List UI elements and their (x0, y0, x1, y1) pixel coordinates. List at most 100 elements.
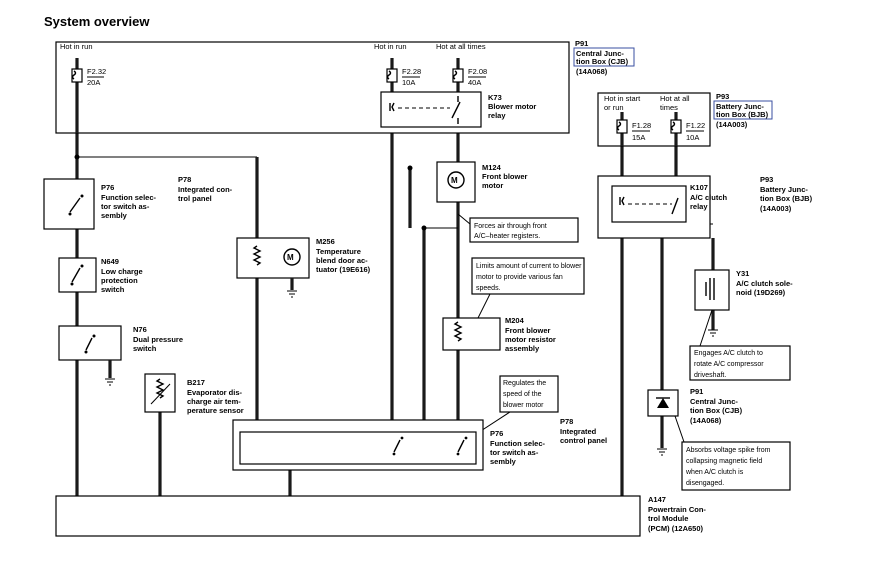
hot-at-all-label: times (660, 103, 678, 112)
component-label: Function selec- (490, 439, 546, 448)
component-label: P76 (101, 183, 114, 192)
hot-in-run-label: Hot in run (374, 42, 407, 51)
ground-icon (105, 378, 115, 386)
n649-low-charge-protection-switch: N649 Low charge protection switch (58, 257, 143, 294)
component-label: Central Junc- (690, 397, 738, 406)
k73-blower-motor-relay: K73 Blower motor relay (380, 91, 536, 128)
fuse-rating: 15A (632, 133, 645, 142)
note-text: driveshaft. (694, 372, 726, 379)
note-text: Limits amount of current to blower (476, 263, 582, 270)
component-label: perature sensor (187, 406, 244, 415)
fuse-rating: 40A (468, 78, 481, 87)
note-absorbs-spike: Absorbs voltage spike from collapsing ma… (674, 415, 791, 491)
note-regulates-speed: Regulates the speed of the blower motor (469, 375, 559, 439)
component-label: tor switch as- (490, 448, 539, 457)
component-label: (14A068) (690, 416, 722, 425)
component-label: A/C clutch sole- (736, 279, 793, 288)
n76-dual-pressure-switch: N76 Dual pressure switch (58, 325, 183, 386)
component-label: P76 (490, 429, 503, 438)
p78-integrated-control-panel-label: P78 Integrated con- trol panel (178, 175, 233, 203)
component-label: sembly (101, 211, 128, 220)
component-label: tion Box (CJB) (690, 406, 743, 415)
component-label: motor resistor (505, 335, 556, 344)
note-text: rotate A/C compressor (694, 361, 764, 368)
note-engages-clutch: Engages A/C clutch to rotate A/C compres… (689, 309, 791, 381)
fuse-id: F1.28 (632, 121, 651, 130)
component-label: assembly (505, 344, 540, 353)
y31-ac-clutch-solenoid: Y31 A/C clutch sole- noid (19D269) (694, 269, 793, 337)
component-label: P78 (560, 417, 573, 426)
p91-central-junction-box-label: P91 Central Junc- tion Box (CJB) (14A068… (573, 39, 635, 76)
p78-control-panel-bottom: P76 Function selec- tor switch as- sembl… (232, 417, 607, 471)
component-label: noid (19D269) (736, 288, 786, 297)
component-label: control panel (560, 436, 607, 445)
fuse-f2-08: F2.08 40A (452, 67, 487, 87)
component-label: trol panel (178, 194, 212, 203)
component-label: P93 (716, 92, 729, 101)
component-label: (PCM) (12A650) (648, 524, 704, 533)
component-label: N76 (133, 325, 147, 334)
component-label: B217 (187, 378, 205, 387)
fuse-f2-28: F2.28 10A (386, 67, 421, 87)
note-text: collapsing magnetic field (686, 458, 762, 465)
fuse-f2-32: F2.32 20A (71, 67, 106, 87)
note-text: motor to provide various fan (476, 274, 563, 281)
component-label: P91 (575, 39, 588, 48)
component-label: A/C clutch (690, 193, 728, 202)
component-label: trol Module (648, 514, 688, 523)
fuse-f1-22: F1.22 10A (670, 119, 705, 142)
fuse-id: F2.08 (468, 67, 487, 76)
component-label: M124 (482, 163, 502, 172)
component-label: blend door ac- (316, 256, 368, 265)
component-label: P78 (178, 175, 191, 184)
note-text: speeds. (476, 285, 501, 292)
component-label: K107 (690, 183, 708, 192)
component-label: Y31 (736, 269, 749, 278)
note-text: Forces air through front (474, 223, 547, 230)
fuse-rating: 10A (686, 133, 699, 142)
component-label: Temperature (316, 247, 361, 256)
note-text: Regulates the (503, 380, 546, 387)
b217-evaporator-discharge-air-sensor: B217 Evaporator dis- charge air tem- per… (144, 373, 244, 415)
fuse-id: F2.28 (402, 67, 421, 76)
component-label: Central Junc- (576, 49, 624, 58)
note-limits-current: Limits amount of current to blower motor… (471, 257, 585, 319)
ground-icon (708, 329, 718, 337)
ground-icon (657, 448, 667, 456)
component-label: (14A003) (716, 120, 748, 129)
m256-temperature-blend-door-actuator: M M256 Temperature blend door ac- tuator… (236, 237, 371, 298)
component-label: protection (101, 276, 138, 285)
note-text: when A/C clutch is (685, 469, 744, 476)
hot-at-all-label: Hot at all (660, 94, 690, 103)
diagram-title: System overview (44, 14, 150, 29)
central-junction-box-top: Hot in run Hot in run Hot at all times (55, 41, 570, 134)
a147-powertrain-control-module: A147 Powertrain Con- trol Module (PCM) (… (55, 495, 706, 537)
component-label: M204 (505, 316, 525, 325)
m124-front-blower-motor: M M124 Front blower motor (436, 161, 527, 203)
wires (75, 127, 715, 496)
fuse-id: F1.22 (686, 121, 705, 130)
component-label: Integrated (560, 427, 597, 436)
fuse-f1-28: F1.28 15A (616, 119, 651, 142)
component-label: Battery Junc- (716, 102, 764, 111)
note-text: speed of the (503, 391, 542, 398)
p93-battery-junction-box-label: P93 Battery Junc- tion Box (BJB) (14A003… (713, 92, 773, 129)
fuse-rating: 10A (402, 78, 415, 87)
fuse-id: F2.32 (87, 67, 106, 76)
motor-icon: M (451, 176, 458, 185)
component-label: (14A068) (576, 67, 608, 76)
component-label: Powertrain Con- (648, 505, 706, 514)
component-label: Front blower (505, 326, 550, 335)
component-label: Dual pressure (133, 335, 183, 344)
component-label: tion Box (BJB) (716, 110, 769, 119)
component-label: Blower motor (488, 102, 536, 111)
note-forces-air: Forces air through front A/C–heater regi… (457, 213, 579, 243)
component-label: Function selec- (101, 193, 157, 202)
fuse-rating: 20A (87, 78, 100, 87)
note-text: Absorbs voltage spike from (686, 447, 771, 454)
m204-front-blower-motor-resistor: M204 Front blower motor resistor assembl… (442, 316, 556, 353)
component-label: P91 (690, 387, 703, 396)
component-label: tuator (19E616) (316, 265, 371, 274)
battery-junction-box-top: Hot in start or run Hot at all times (597, 92, 711, 147)
hot-in-start-label: or run (604, 103, 624, 112)
